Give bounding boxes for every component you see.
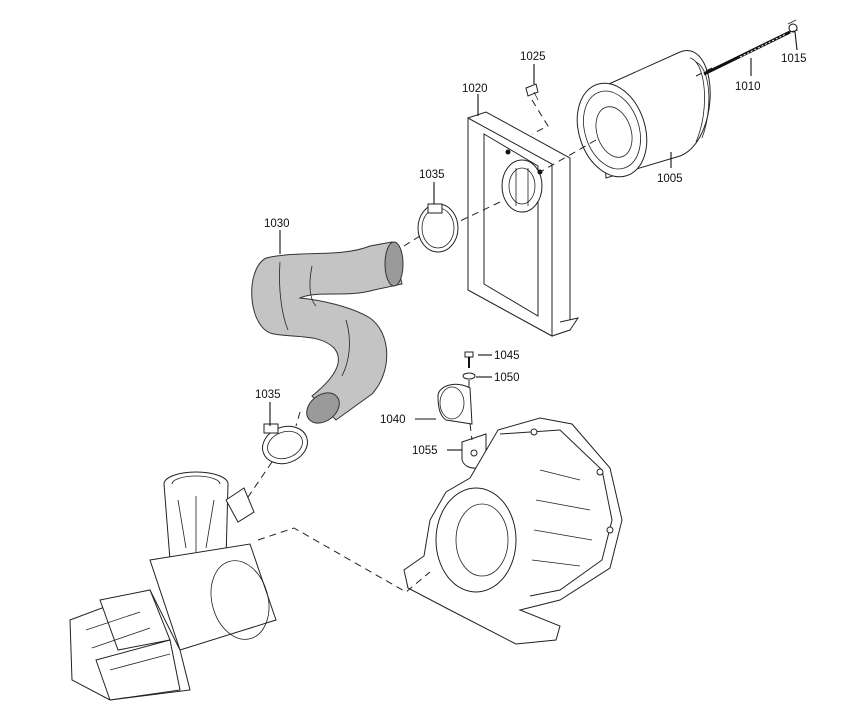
screw (464, 351, 474, 368)
label-1035-upper: 1035 (419, 169, 445, 181)
hose-clamp-upper (417, 203, 459, 253)
air-filter-cartridge (576, 50, 711, 179)
label-1025: 1025 (520, 51, 546, 63)
label-1020: 1020 (462, 83, 488, 95)
bell-housing-right (403, 417, 623, 645)
tie-rod (703, 30, 791, 76)
label-1015: 1015 (781, 53, 807, 65)
callout-leaders (269, 31, 798, 451)
wing-nut (787, 19, 799, 33)
label-1010: 1010 (735, 81, 761, 93)
rain-cap-cover (437, 383, 473, 425)
assembly-lines (245, 67, 713, 593)
bolt (525, 83, 539, 101)
label-1040: 1040 (380, 414, 406, 426)
engine-housing-left (69, 471, 277, 701)
hose-clamp-lower (262, 423, 308, 465)
part-labels: 1005 1010 1015 1020 1025 1030 1035 1035 … (255, 51, 807, 457)
mounting-bracket (467, 111, 580, 337)
label-1045: 1045 (494, 350, 520, 362)
label-1055: 1055 (412, 445, 438, 457)
label-1030: 1030 (264, 218, 290, 230)
label-1050: 1050 (494, 372, 520, 384)
label-1005: 1005 (657, 173, 683, 185)
intake-hose (251, 241, 404, 424)
washer (462, 372, 476, 380)
label-1035-lower: 1035 (255, 389, 281, 401)
